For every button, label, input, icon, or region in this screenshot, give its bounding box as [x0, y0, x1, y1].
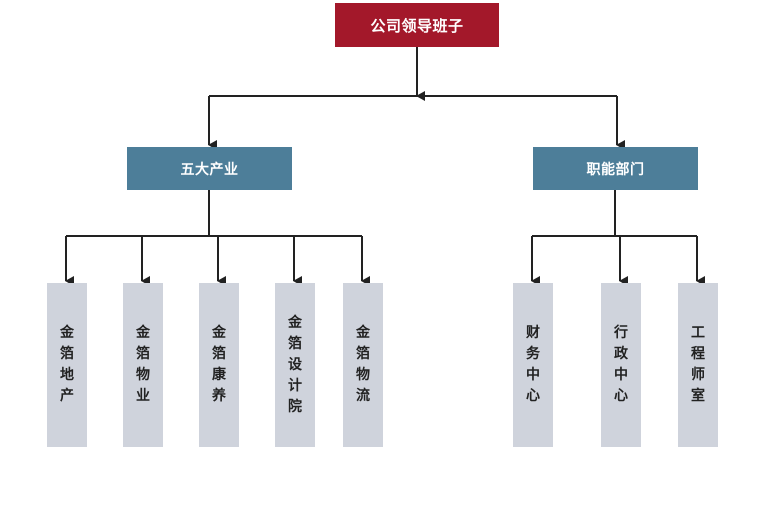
leaf-node: 行政中心: [601, 283, 641, 447]
leaf-node: 金箔物流: [343, 283, 383, 447]
leaf-node: 工程师室: [678, 283, 718, 447]
leaf-node: 金箔地产: [47, 283, 87, 447]
leaf-node: 金箔设计院: [275, 283, 315, 447]
branch-node-departments: 职能部门: [533, 147, 698, 190]
leaf-node: 金箔康养: [199, 283, 239, 447]
branch-node-industries: 五大产业: [127, 147, 292, 190]
leaf-node: 财务中心: [513, 283, 553, 447]
root-node: 公司领导班子: [335, 3, 499, 47]
leaf-node: 金箔物业: [123, 283, 163, 447]
